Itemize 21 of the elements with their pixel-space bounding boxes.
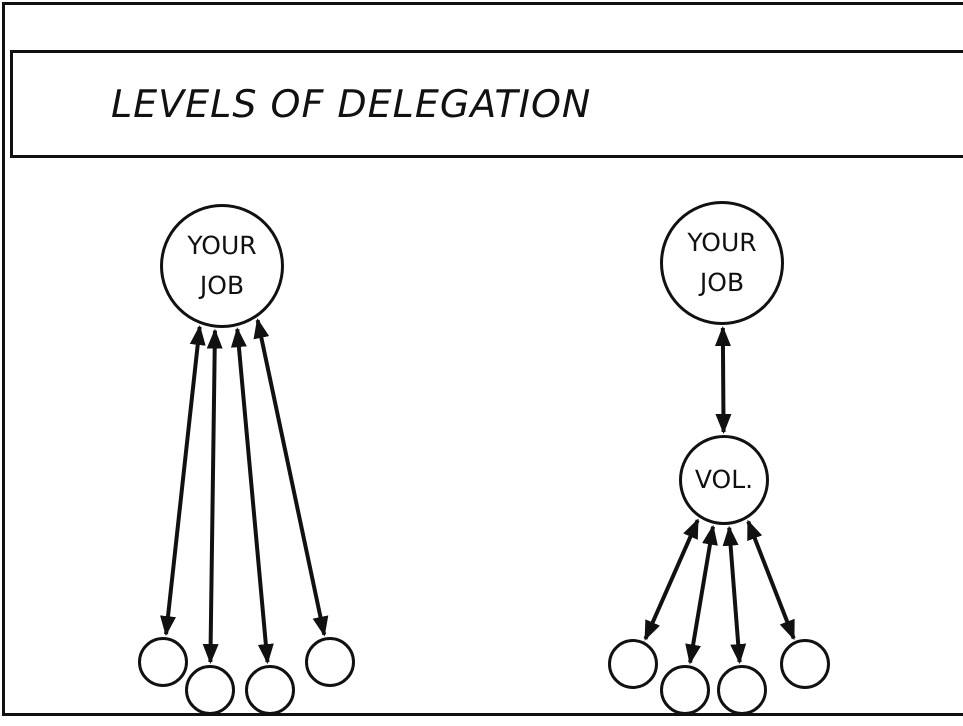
double-arrow bbox=[714, 326, 732, 434]
small-circle bbox=[717, 665, 767, 715]
node-label: YOUR JOB bbox=[686, 227, 758, 299]
double-arrow bbox=[160, 324, 206, 636]
small-circle bbox=[305, 637, 355, 687]
double-arrow bbox=[685, 524, 718, 664]
double-arrow bbox=[722, 526, 746, 664]
small-circle bbox=[608, 639, 658, 689]
title: LEVELS OF DELEGATION bbox=[111, 82, 592, 126]
double-arrow bbox=[230, 327, 274, 664]
small-circle bbox=[138, 637, 188, 687]
small-circle bbox=[185, 665, 235, 715]
small-circle bbox=[245, 665, 295, 715]
double-arrow bbox=[746, 520, 796, 640]
double-arrow bbox=[644, 518, 700, 641]
small-circle bbox=[780, 639, 830, 689]
node-label: YOUR JOB bbox=[186, 230, 258, 302]
small-circle bbox=[660, 665, 710, 715]
node-label: VOL. bbox=[694, 464, 754, 496]
double-arrow bbox=[254, 318, 328, 637]
double-arrow bbox=[202, 328, 223, 664]
